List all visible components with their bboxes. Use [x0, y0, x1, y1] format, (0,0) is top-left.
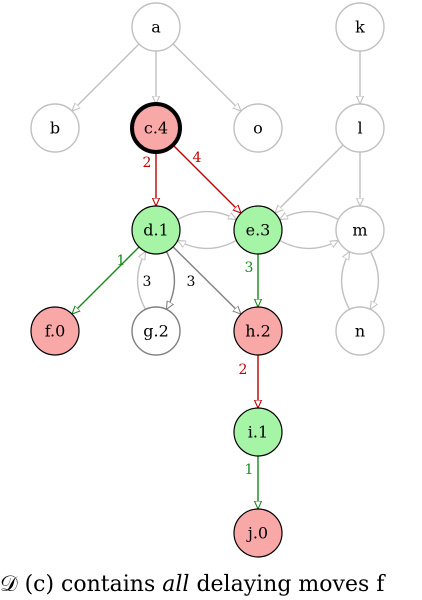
node-circle-d: [131, 205, 181, 255]
node-circle-a: [131, 2, 181, 52]
node-circle-c: [130, 102, 182, 154]
edge-m-n: [370, 251, 380, 310]
node-e: e.3: [233, 205, 283, 255]
node-circle-k: [335, 2, 385, 52]
node-label-i: i.1: [248, 423, 268, 442]
edge-d-h: [172, 246, 241, 314]
edge-d-e: [177, 210, 237, 220]
node-f: f.0: [30, 306, 80, 356]
node-label-b: b: [50, 119, 60, 138]
figure-caption: 𝒟 (c) contains all delaying moves f: [0, 570, 422, 600]
node-label-c: c.4: [144, 119, 168, 138]
node-label-f: f.0: [45, 322, 66, 341]
node-circle-j: [233, 508, 283, 558]
node-label-l: l: [357, 119, 362, 138]
nodes-layer: a b c.4 o k l d.1 e.3 m f.0 g.2 h.2 n i.1 j.0: [30, 2, 385, 558]
caption-symbol: 𝒟: [0, 572, 18, 597]
edge-label-e-h: 3: [245, 260, 254, 276]
edge-label-i-j: 1: [245, 462, 254, 478]
edge-label-d-g: 3: [143, 274, 152, 290]
edge-g-d: [136, 252, 146, 310]
edge-m-e: [280, 210, 339, 220]
node-label-e: e.3: [246, 221, 271, 240]
caption-emphasis: all: [162, 572, 190, 597]
edge-label-h-i: 2: [239, 362, 248, 378]
node-circle-m: [335, 205, 385, 255]
node-circle-h: [233, 306, 283, 356]
node-label-d: d.1: [143, 221, 169, 240]
node-d: d.1: [131, 205, 181, 255]
node-label-g: g.2: [143, 322, 169, 341]
node-label-n: n: [355, 322, 365, 341]
node-label-j: j.0: [246, 524, 268, 543]
edge-d-f: [72, 246, 140, 314]
node-m: m: [335, 205, 385, 255]
node-c: c.4: [130, 102, 182, 154]
node-circle-i: [233, 407, 283, 457]
node-label-a: a: [151, 18, 161, 37]
edge-label-d-h: 3: [187, 274, 196, 290]
node-circle-n: [335, 306, 385, 356]
node-circle-e: [233, 205, 283, 255]
edge-a-b: [72, 43, 140, 111]
node-circle-o: [233, 103, 283, 153]
edge-label-c-d: 2: [143, 155, 152, 171]
node-circle-b: [30, 103, 80, 153]
node-n: n: [335, 306, 385, 356]
node-k: k: [335, 2, 385, 52]
caption-text: (c) contains: [24, 572, 156, 597]
edge-label-d-f: 1: [117, 253, 126, 269]
node-l: l: [335, 103, 385, 153]
node-a: a: [131, 2, 181, 52]
node-b: b: [30, 103, 80, 153]
edge-n-m: [340, 252, 350, 310]
edge-c-e: [172, 144, 241, 213]
caption-text-end: delaying moves f: [196, 572, 385, 597]
node-o: o: [233, 103, 283, 153]
node-i: i.1: [233, 407, 283, 457]
edge-a-o: [172, 43, 241, 111]
edges-layer: 2 4 1 3 3 3 2 1: [72, 43, 380, 509]
node-label-o: o: [253, 119, 263, 138]
edge-e-m: [279, 240, 339, 250]
node-h: h.2: [233, 306, 283, 356]
node-circle-l: [335, 103, 385, 153]
node-j: j.0: [233, 508, 283, 558]
node-circle-f: [30, 306, 80, 356]
edge-label-c-e: 4: [193, 150, 202, 166]
node-circle-g: [131, 306, 181, 356]
edge-d-g: [166, 251, 176, 310]
edge-l-e: [275, 144, 344, 213]
node-g: g.2: [131, 306, 181, 356]
node-label-k: k: [355, 18, 365, 37]
edge-e-d: [178, 240, 237, 250]
game-graph-diagram: 2 4 1 3 3 3 2 1 a b c.4 o k l d.1 e.3 m f.0 g.2 h.2 n i.1 j.0: [30, 2, 385, 558]
node-label-h: h.2: [245, 322, 271, 341]
node-label-m: m: [352, 221, 367, 240]
